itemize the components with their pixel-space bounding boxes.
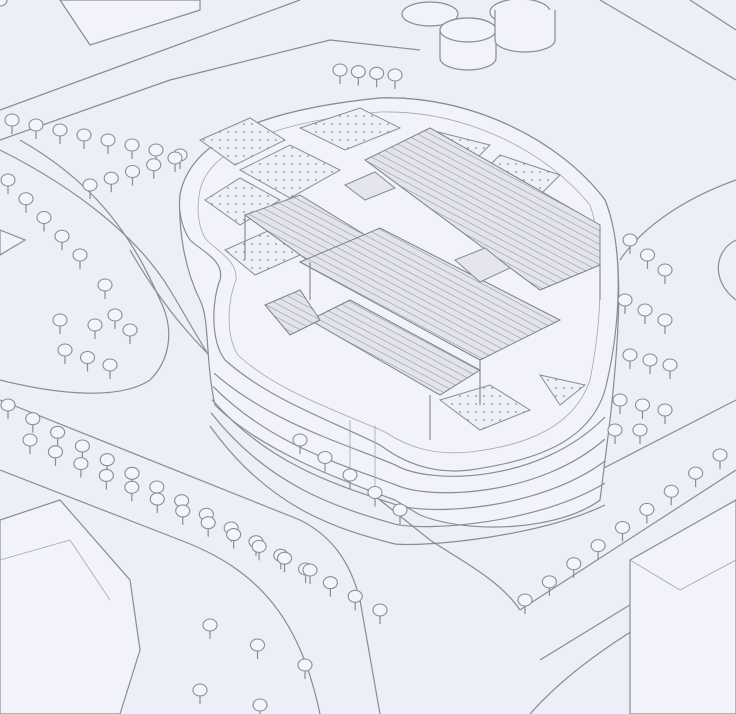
- tree-icon: [590, 539, 606, 560]
- tree-icon: [639, 502, 655, 524]
- tree-icon: [124, 138, 140, 159]
- tree-icon: [18, 192, 34, 213]
- tree-icon: [124, 480, 140, 502]
- tree-icon: [617, 293, 633, 314]
- tree-icon: [22, 433, 38, 454]
- tree-icon: [712, 448, 728, 469]
- tree-icon: [87, 318, 103, 339]
- tree-icon: [662, 358, 678, 379]
- tree-icon: [251, 539, 267, 561]
- tree-icon: [372, 603, 388, 624]
- main-building: [178, 97, 620, 546]
- tree-icon: [167, 151, 183, 172]
- tree-icon: [622, 233, 638, 254]
- tree-icon: [342, 468, 358, 489]
- tree-icon: [74, 439, 90, 460]
- tree-icon: [276, 551, 293, 573]
- tree-icon: [25, 412, 41, 433]
- tree-icon: [175, 504, 191, 525]
- floor-band: [212, 385, 606, 494]
- tree-icon: [566, 557, 582, 578]
- tree-icon: [82, 178, 98, 199]
- tree-icon: [0, 398, 16, 419]
- tree-icon: [98, 468, 114, 490]
- tree-icon: [149, 492, 165, 514]
- tree-icon: [392, 503, 408, 524]
- tree-icon: [614, 520, 631, 542]
- tree-icon: [76, 128, 92, 149]
- tree-icon: [36, 210, 52, 232]
- tree-icon: [97, 278, 113, 299]
- tree-icon: [57, 343, 73, 364]
- tree-icon: [72, 248, 88, 269]
- tree-icon: [612, 393, 628, 414]
- tree-icon: [73, 457, 89, 478]
- tree-icon: [350, 65, 366, 86]
- tree-icon: [249, 638, 266, 659]
- tree-icon: [347, 589, 363, 611]
- tree-icon: [517, 593, 533, 614]
- tree-icon: [102, 358, 118, 379]
- tree-icon: [124, 164, 141, 186]
- tree-icon: [47, 445, 64, 466]
- tree-icon: [226, 527, 242, 549]
- tree-icon: [607, 423, 623, 444]
- floor-band: [211, 399, 606, 511]
- tree-icon: [122, 323, 138, 344]
- floor-band: [209, 425, 606, 546]
- tree-icon: [657, 403, 673, 424]
- floor-band: [210, 412, 606, 528]
- tree-icon: [632, 423, 648, 444]
- tree-icon: [192, 683, 208, 704]
- tree-icon: [622, 348, 638, 369]
- tree-icon: [657, 263, 673, 284]
- tree-icon: [28, 118, 44, 139]
- tree-icon: [634, 398, 651, 419]
- tree-icon: [202, 618, 218, 639]
- tree-icon: [292, 433, 308, 454]
- floor-band: [213, 372, 606, 477]
- tree-icon: [79, 350, 96, 372]
- tree-icon: [637, 303, 653, 324]
- tree-icon: [52, 313, 68, 334]
- tree-icon: [332, 63, 348, 84]
- tree-icon: [387, 68, 403, 89]
- tree-icon: [639, 248, 656, 269]
- tree-icon: [663, 484, 679, 506]
- tree-icon: [0, 0, 8, 7]
- tree-icon: [657, 313, 673, 334]
- tree-icon: [322, 576, 338, 597]
- tree-icon: [367, 485, 383, 507]
- tree-icon: [688, 466, 704, 488]
- tree-icon: [107, 308, 123, 329]
- tree-icon: [200, 516, 216, 537]
- tree-icon: [148, 143, 164, 164]
- tree-icon: [100, 133, 116, 154]
- tree-icon: [50, 425, 66, 447]
- tree-icon: [317, 450, 333, 472]
- tree-icon: [54, 229, 70, 251]
- tree-icon: [642, 353, 658, 374]
- tree-icon: [103, 171, 119, 193]
- tree-icon: [297, 658, 313, 679]
- tree-icon: [302, 563, 318, 584]
- tree-icon: [369, 66, 385, 88]
- tree-icon: [4, 113, 20, 134]
- tree-icon: [541, 575, 557, 596]
- tree-icon: [252, 698, 268, 714]
- tree-icon: [146, 158, 162, 179]
- tree-icon: [0, 173, 16, 194]
- tree-icon: [99, 453, 115, 474]
- tree-icon: [52, 123, 68, 144]
